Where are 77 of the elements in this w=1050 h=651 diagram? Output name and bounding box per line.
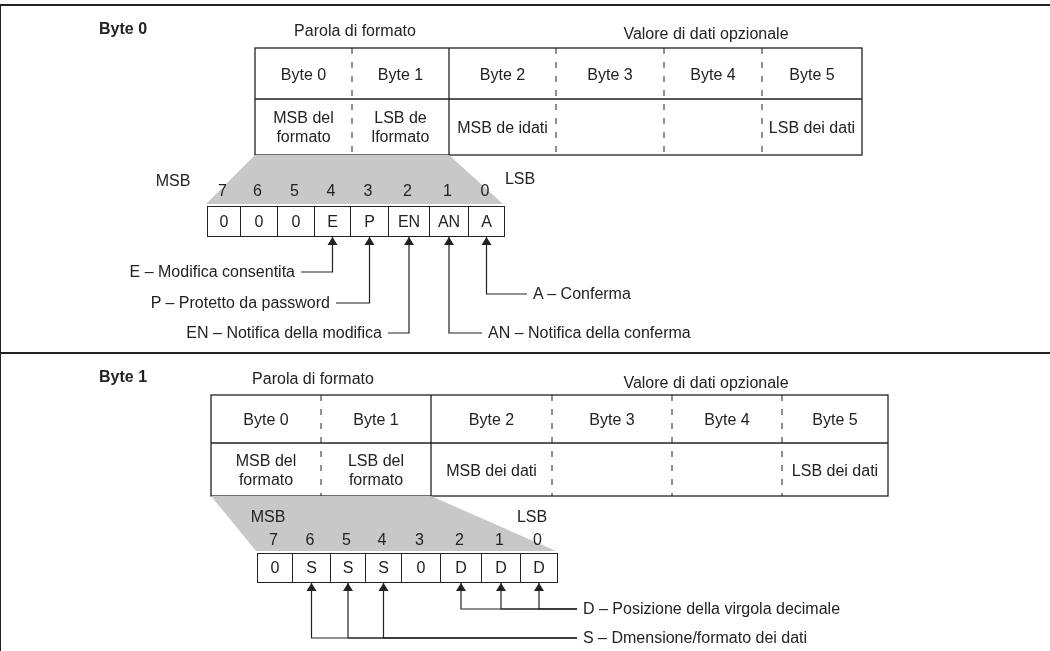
byte-header: Byte 5 (789, 64, 835, 83)
byte-description: LSB del formato (346, 450, 405, 489)
bit-number: 0 (533, 529, 542, 549)
bit-order-label: MSB (155, 170, 191, 190)
panel-heading: Byte 1 (99, 368, 148, 386)
byte-header: Byte 5 (812, 409, 858, 429)
bit-caption: A – Conferma (533, 284, 631, 304)
bit-caption: D – Posizione della virgola decimale (583, 599, 841, 619)
bit-cell: S (292, 553, 331, 583)
byte-description: LSB dei dati (790, 460, 880, 479)
byte-description: MSB dei dati (445, 460, 538, 479)
byte-description: MSB del formato (234, 450, 298, 489)
bit-cell: E (314, 206, 351, 237)
byte-description: MSB de idati (456, 117, 549, 137)
bit-number: 5 (290, 180, 299, 200)
leader-arrow (335, 236, 375, 304)
bit-number: 4 (326, 180, 336, 200)
bit-number: 4 (377, 529, 387, 549)
panel-heading: Byte 0 (99, 20, 148, 38)
byte-header: Byte 2 (468, 409, 515, 429)
group-heading: Valore di dati opzionale (623, 372, 789, 392)
byte-description: MSB del formato (272, 108, 335, 146)
byte-header: Byte 4 (704, 409, 750, 429)
group-heading: Parola di formato (252, 368, 374, 388)
bit-cell: 0 (207, 206, 241, 237)
byte-description: LSB dei dati (767, 117, 857, 137)
bit-cell: 0 (240, 206, 278, 237)
bit-cell: 0 (257, 553, 293, 583)
bit-caption: AN – Notifica della conferma (488, 323, 691, 343)
leader-arrow (534, 582, 578, 610)
byte-header: Byte 0 (243, 409, 289, 429)
leader-arrow (444, 236, 483, 334)
bit-cell: EN (388, 206, 430, 237)
bit-cell: D (440, 553, 482, 583)
bit-cell: P (350, 206, 389, 237)
bit-number: 3 (415, 529, 424, 549)
byte-header: Byte 2 (479, 64, 526, 83)
bit-cell: 0 (277, 206, 315, 237)
byte-header: Byte 1 (377, 64, 424, 83)
bit-cell: S (365, 553, 402, 583)
section-panel (0, 352, 1050, 651)
leader-arrow (300, 236, 338, 273)
bit-number: 7 (218, 180, 227, 200)
bit-number: 1 (443, 180, 452, 200)
bit-caption: EN – Notifica della modifica (186, 323, 382, 343)
bit-number: 7 (269, 529, 278, 549)
leader-arrow (387, 236, 414, 334)
byte-description: LSB de lformato (370, 108, 431, 146)
byte-header: Byte 3 (589, 409, 635, 429)
bit-cell: AN (429, 206, 469, 237)
leader-arrow (481, 236, 528, 295)
bit-number: 2 (403, 180, 412, 200)
bit-cell: D (481, 553, 521, 583)
bit-order-label: LSB (504, 168, 536, 188)
bit-order-label: LSB (516, 506, 548, 526)
bit-number: 2 (455, 529, 464, 549)
bit-order-label: MSB (250, 506, 286, 526)
byte-header: Byte 1 (353, 409, 399, 429)
bit-number: 1 (495, 529, 504, 549)
byte-header: Byte 0 (280, 64, 327, 83)
byte-header: Byte 4 (690, 64, 736, 83)
byte-header: Byte 3 (587, 64, 633, 83)
bit-number: 5 (342, 529, 351, 549)
bit-cell: A (468, 206, 505, 237)
bit-caption: S – Dmensione/formato dei dati (583, 628, 808, 648)
bit-number: 6 (305, 529, 315, 549)
section-panel (0, 4, 1050, 352)
group-heading: Valore di dati opzionale (623, 23, 789, 43)
bit-caption: E – Modifica consentita (129, 262, 295, 282)
bit-cell: 0 (401, 553, 441, 583)
bit-number: 3 (363, 180, 373, 200)
bit-number: 6 (253, 180, 262, 200)
bit-caption: P – Protetto da password (150, 293, 330, 313)
bit-cell: D (520, 553, 558, 583)
group-heading: Parola di formato (294, 20, 416, 40)
bit-number: 0 (480, 180, 490, 200)
bit-cell: S (330, 553, 366, 583)
